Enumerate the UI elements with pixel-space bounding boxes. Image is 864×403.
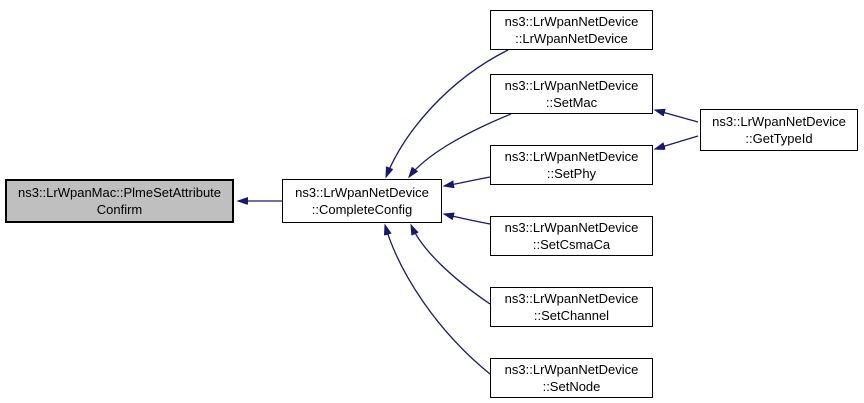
node-label-line1: ns3::LrWpanNetDevice [504,149,639,164]
node-label-line2: ::SetCsmaCa [532,237,611,252]
edge-setmac-to-completeconfig [409,113,512,177]
node-label-line1: ns3::LrWpanMac::PlmeSetAttribute [17,185,222,200]
node-label-line2: ::GetTypeId [745,131,813,146]
edge-gettypeid-to-setphy [655,135,699,149]
node-label-line1: ns3::LrWpanNetDevice [504,291,639,306]
node-set-csma-ca[interactable]: ns3::LrWpanNetDevice ::SetCsmaCa [490,216,653,256]
node-get-type-id[interactable]: ns3::LrWpanNetDevice ::GetTypeId [700,109,858,151]
node-label-line2: ::CompleteConfig [311,202,413,217]
node-label-line2: Confirm [96,202,143,217]
edge-lrwpannetdevice-ctor-to-completeconfig [385,49,509,177]
node-label-line1: ns3::LrWpanNetDevice [712,114,846,129]
node-set-node[interactable]: ns3::LrWpanNetDevice ::SetNode [490,358,653,398]
node-label-line1: ns3::LrWpanNetDevice [504,220,639,235]
node-label-line2: ::SetMac [545,95,598,110]
node-plme-set-attribute-confirm: ns3::LrWpanMac::PlmeSetAttribute Confirm [5,179,234,223]
node-label-line2: ::SetNode [542,379,601,394]
node-label-line1: ns3::LrWpanNetDevice [504,14,639,29]
node-set-mac[interactable]: ns3::LrWpanNetDevice ::SetMac [490,74,653,114]
edge-setcsmaca-to-completeconfig [444,214,491,225]
edge-gettypeid-to-setmac [655,110,699,123]
node-set-phy[interactable]: ns3::LrWpanNetDevice ::SetPhy [490,145,653,185]
edge-setnode-to-completeconfig [385,225,491,375]
edge-setchannel-to-completeconfig [411,225,491,305]
node-label-line2: ::SetChannel [533,308,610,323]
node-lrwpannetdevice-constructor[interactable]: ns3::LrWpanNetDevice ::LrWpanNetDevice [490,10,653,50]
edge-setphy-to-completeconfig [444,176,491,186]
node-label-line2: ::LrWpanNetDevice [515,31,628,46]
node-complete-config[interactable]: ns3::LrWpanNetDevice ::CompleteConfig [282,179,442,223]
node-label-line1: ns3::LrWpanNetDevice [295,185,429,200]
node-label-line1: ns3::LrWpanNetDevice [504,362,639,377]
node-label-line1: ns3::LrWpanNetDevice [504,78,639,93]
node-label-line2: ::SetPhy [546,166,597,181]
node-set-channel[interactable]: ns3::LrWpanNetDevice ::SetChannel [490,287,653,327]
